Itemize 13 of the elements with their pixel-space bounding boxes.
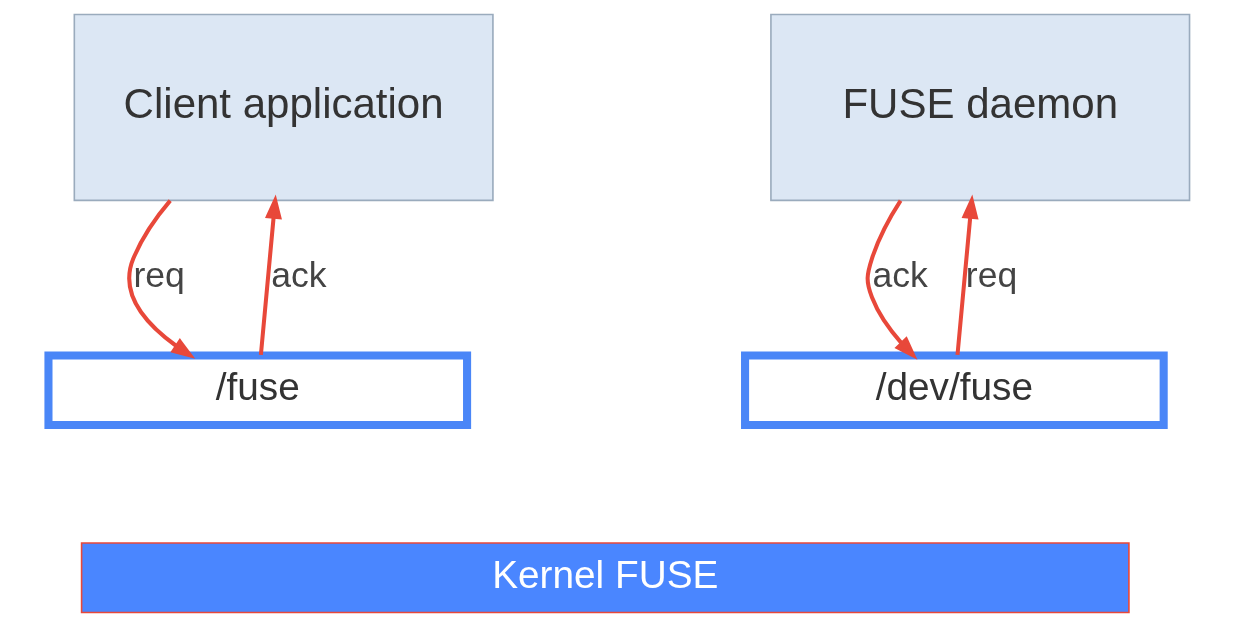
edge-label: req: [965, 254, 1017, 295]
arrow: [954, 194, 979, 356]
arrow: [258, 194, 282, 356]
node-box: Kernel FUSE: [80, 542, 1130, 614]
node-box: /dev/fuse: [740, 351, 1168, 430]
node-box: FUSE daemon: [769, 13, 1190, 202]
node-box: /fuse: [43, 351, 471, 430]
arrow: [865, 199, 917, 360]
node-box: Client application: [73, 13, 494, 202]
edge-label: req: [132, 254, 185, 295]
edge-label: ack: [872, 254, 928, 295]
arrow: [126, 199, 195, 359]
edge-label: ack: [270, 254, 327, 295]
